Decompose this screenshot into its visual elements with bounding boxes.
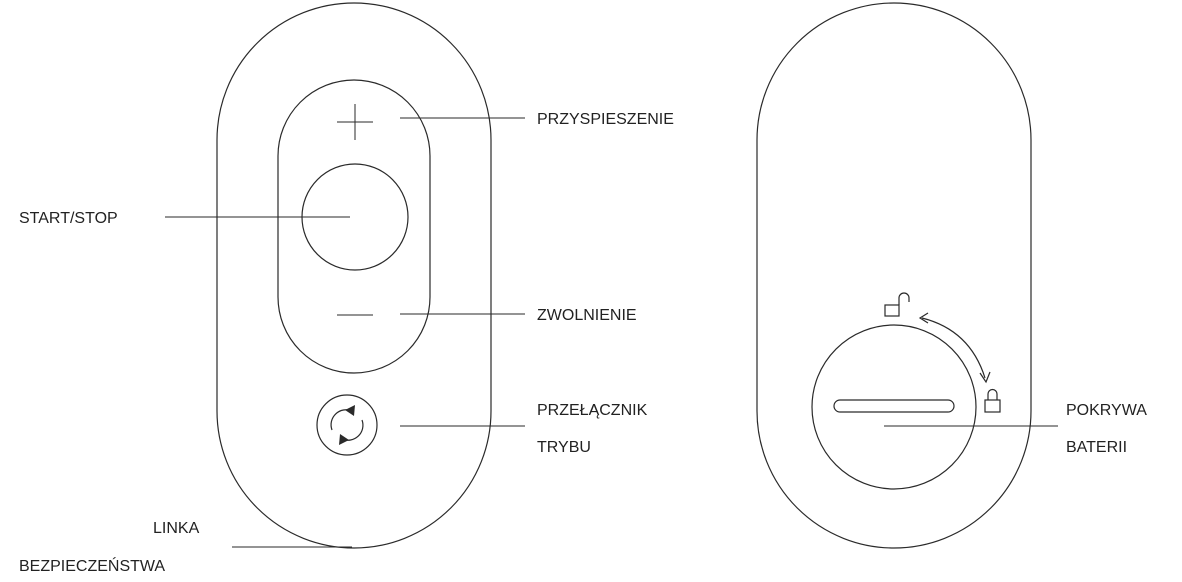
- battery-cover[interactable]: [811, 324, 977, 490]
- curved-arrow-icon: [918, 312, 991, 384]
- label-mode-switch-line1: PRZEŁĄCZNIK: [537, 402, 648, 419]
- label-battery-cover-line1: POKRYWA: [1066, 402, 1147, 419]
- cycle-arrows-icon: [330, 405, 364, 445]
- accelerate-button[interactable]: [337, 104, 373, 140]
- label-safety-cord-line2: BEZPIECZEŃSTWA: [19, 556, 165, 575]
- unlocked-padlock-icon: [884, 292, 910, 317]
- plus-icon: [337, 104, 373, 140]
- mode-switch-ring: [316, 394, 378, 456]
- label-battery-cover-line2: BATERII: [1066, 439, 1127, 456]
- battery-cover-disc: [811, 324, 977, 490]
- battery-cover-slot: [833, 399, 955, 413]
- label-start-stop: START/STOP: [19, 210, 118, 227]
- remote-body-back: [756, 2, 1032, 549]
- remote-front-view: [216, 2, 492, 549]
- label-accelerate: PRZYSPIESZENIE: [537, 111, 674, 128]
- mode-switch-button[interactable]: [316, 394, 378, 456]
- label-safety-cord-line1: LINKA: [153, 520, 200, 537]
- remote-body-front: [216, 2, 492, 549]
- locked-padlock-icon: [984, 388, 1001, 413]
- label-mode-switch-line2: TRYBU: [537, 439, 591, 456]
- label-decelerate: ZWOLNIENIE: [537, 307, 637, 324]
- remote-back-view: [756, 2, 1032, 549]
- button-panel: [277, 79, 431, 374]
